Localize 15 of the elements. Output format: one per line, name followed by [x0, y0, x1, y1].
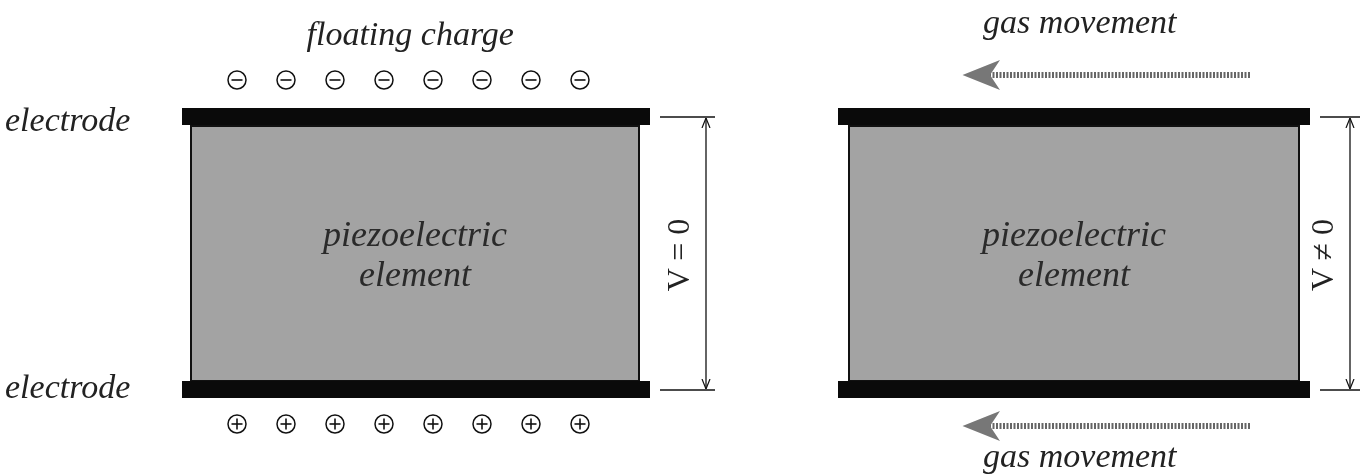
- annotation-label: gas movement: [983, 439, 1177, 473]
- piezoelectric-element: [190, 125, 640, 382]
- part-label: electrode: [5, 103, 131, 137]
- electrode-bar: [182, 108, 650, 125]
- element-label: piezoelectric element: [979, 213, 1167, 294]
- element-label: piezoelectric element: [320, 213, 508, 294]
- part-label: electrode: [5, 370, 131, 404]
- electrode-bar: [182, 381, 650, 398]
- annotation-label: floating charge: [306, 17, 514, 51]
- voltage-label: V = 0: [661, 218, 694, 292]
- voltage-label: V ≠ 0: [1306, 218, 1339, 292]
- piezoelectric-element: [848, 125, 1300, 382]
- annotation-label: gas movement: [983, 5, 1177, 39]
- electrode-bar: [838, 381, 1310, 398]
- electrode-bar: [838, 108, 1310, 125]
